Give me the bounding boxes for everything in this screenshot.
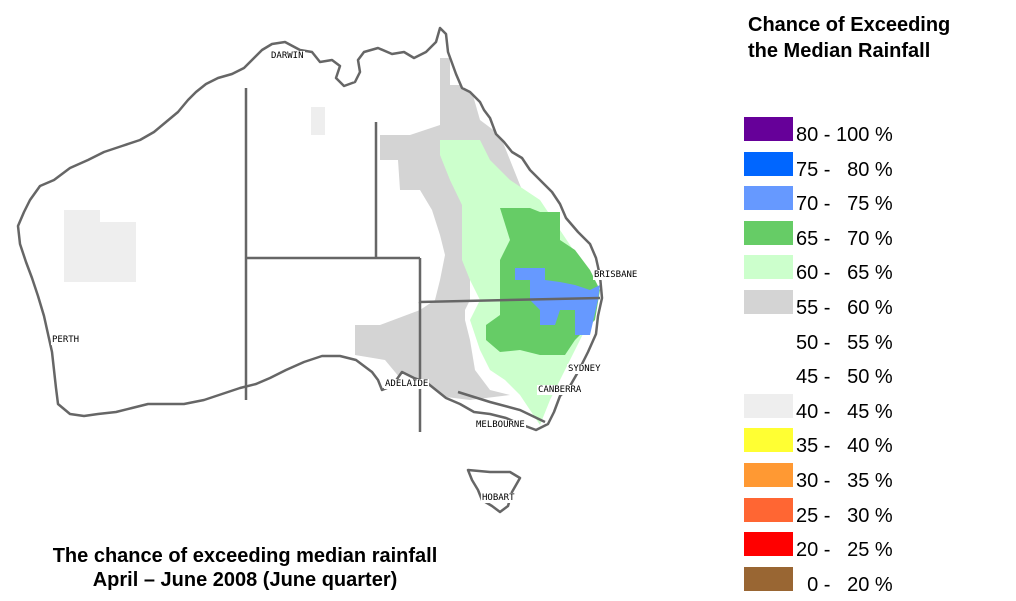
legend-swatch: [744, 151, 793, 176]
legend-swatch: [744, 289, 793, 314]
city-adelaide: ADELAIDE: [384, 379, 430, 389]
legend-label: 60 - 65 %: [796, 262, 893, 285]
legend-title-line2: the Median Rainfall: [748, 40, 931, 62]
city-melbourne: MELBOURNE: [475, 420, 526, 430]
legend-label: 70 - 75 %: [796, 193, 893, 216]
city-perth: PERTH: [51, 335, 81, 345]
region-40-45-wa-east: [100, 222, 136, 282]
legend-label: 40 - 45 %: [796, 400, 893, 423]
legend-label: 45 - 50 %: [796, 366, 893, 389]
legend-label: 0 - 20 %: [796, 573, 893, 596]
legend-swatch: [744, 497, 793, 522]
legend-label: 75 - 80 %: [796, 158, 893, 181]
legend-swatch: [744, 393, 793, 418]
city-darwin: DARWIN: [270, 51, 305, 61]
map-caption-line1: The chance of exceeding median rainfall: [52, 545, 438, 567]
region-70-75: [515, 268, 600, 335]
map-caption-line2: April – June 2008 (June quarter): [92, 569, 398, 591]
tasmania-coastline: [466, 468, 522, 514]
city-canberra: CANBERRA: [537, 385, 583, 395]
legend-label: 80 - 100 %: [796, 124, 893, 146]
legend-label: 20 - 25 %: [796, 539, 893, 562]
city-sydney: SYDNEY: [567, 364, 602, 374]
legend-title: Chance of Exceeding the Median Rainfall: [748, 12, 1016, 64]
legend-swatch: [744, 324, 793, 349]
legend-swatch: [744, 220, 793, 245]
legend-swatch: [744, 117, 793, 141]
legend-swatch: [744, 566, 793, 591]
legend-label: 55 - 60 %: [796, 296, 893, 319]
australia-coastline: [16, 26, 604, 432]
legend-swatch: [744, 255, 793, 280]
nsw-vic-border: [457, 390, 546, 424]
legend-swatch: [744, 359, 793, 384]
probability-shading: [64, 58, 600, 425]
legend-swatch: [744, 186, 793, 211]
legend-label: 25 - 30 %: [796, 504, 893, 527]
legend-label: 50 - 55 %: [796, 331, 893, 354]
legend-label: 65 - 70 %: [796, 227, 893, 250]
legend-title-line1: Chance of Exceeding: [748, 14, 951, 36]
australia-rainfall-map: [16, 26, 604, 514]
state-borders: [244, 88, 601, 432]
legend-swatch: [744, 428, 793, 453]
legend-label: 30 - 35 %: [796, 469, 893, 492]
city-hobart: HOBART: [481, 493, 516, 503]
region-40-45-nt: [311, 107, 325, 135]
legend-swatch: [744, 532, 793, 557]
region-40-45-wa: [64, 210, 100, 282]
legend-swatch: [744, 462, 793, 487]
city-brisbane: BRISBANE: [593, 270, 639, 280]
legend-label: 35 - 40 %: [796, 435, 893, 458]
